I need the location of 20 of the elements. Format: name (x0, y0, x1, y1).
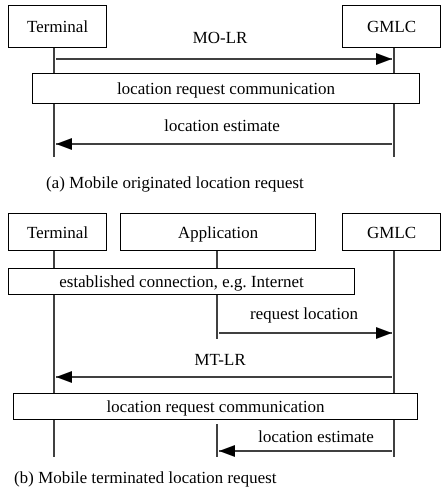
edge-label: location estimate (162, 117, 282, 134)
figure-caption: (a) Mobile originated location request (46, 174, 304, 191)
participant-box: Application (120, 213, 316, 251)
message-box: location request communication (32, 73, 420, 104)
edge-label: request location (248, 305, 360, 322)
participant-box: GMLC (342, 5, 441, 48)
participant-box: Terminal (8, 5, 107, 48)
arrow (219, 445, 392, 457)
arrow (56, 371, 392, 383)
message-box: location request communication (13, 393, 418, 420)
arrow (56, 53, 392, 65)
participant-box: GMLC (342, 213, 441, 251)
edge-label: location estimate (256, 428, 376, 445)
figure-caption: (b) Mobile terminated location request (14, 469, 276, 486)
message-box: established connection, e.g. Internet (8, 268, 355, 295)
arrow (56, 138, 392, 150)
arrow (219, 327, 392, 339)
edge-label: MT-LR (192, 351, 248, 368)
edge-label: MO-LR (190, 29, 250, 46)
participant-box: Terminal (8, 213, 107, 251)
